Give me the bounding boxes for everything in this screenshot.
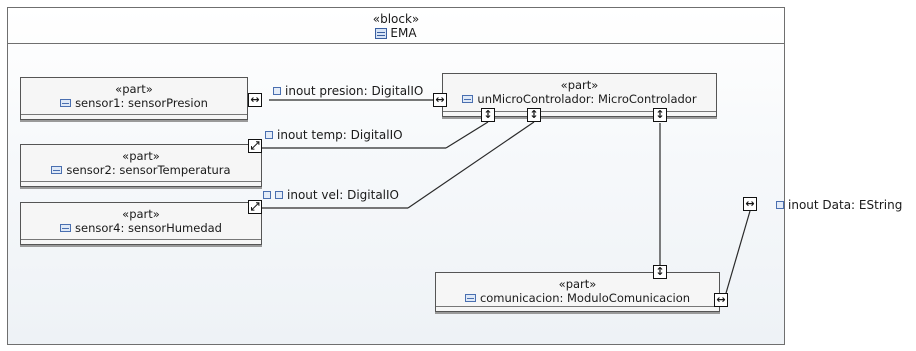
part-name-row: sensor4: sensorHumedad	[60, 221, 222, 235]
part-name: sensor4: sensorHumedad	[75, 221, 222, 235]
part-sensor4[interactable]: «part» sensor4: sensorHumedad	[20, 202, 262, 245]
part-name-row: comunicacion: ModuloComunicacion	[464, 291, 691, 305]
wire-temp-diag	[445, 121, 489, 149]
port-micro-comm[interactable]: ↕	[653, 108, 667, 122]
port-type-icon	[776, 201, 784, 209]
port-type-icon	[263, 191, 271, 199]
block-stereotype: «block»	[372, 12, 420, 26]
port-type-icon	[273, 87, 281, 95]
part-sensor1[interactable]: «part» sensor1: sensorPresion	[20, 77, 248, 120]
part-stereotype: «part»	[558, 277, 597, 291]
part-stereotype: «part»	[560, 78, 599, 92]
port-type-icon	[275, 191, 283, 199]
part-stereotype: «part»	[115, 82, 153, 96]
port-sensor2-temp[interactable]: ⤢	[248, 139, 262, 153]
part-name: comunicacion: ModuloComunicacion	[479, 291, 691, 305]
label-presion-text: inout presion: DigitalIO	[285, 84, 424, 98]
part-icon	[60, 224, 72, 232]
label-temp: inout temp: DigitalIO	[265, 128, 403, 142]
label-data-text: inout Data: EString	[788, 198, 903, 212]
part-sensor2[interactable]: «part» sensor2: sensorTemperatura	[20, 144, 262, 187]
label-temp-text: inout temp: DigitalIO	[277, 128, 403, 142]
part-name-row: sensor1: sensorPresion	[60, 96, 208, 110]
port-sensor4-vel[interactable]: ⤢	[248, 200, 262, 214]
part-icon	[462, 95, 474, 103]
port-sensor1-presion[interactable]: ↔	[248, 93, 262, 107]
port-comm-data[interactable]: ↔	[714, 293, 728, 307]
part-name: sensor1: sensorPresion	[75, 96, 208, 110]
port-micro-temp[interactable]: ↕	[481, 108, 495, 122]
port-micro-presion[interactable]: ↔	[433, 93, 447, 107]
block-name-row: EMA	[375, 26, 417, 40]
port-micro-vel[interactable]: ↕	[527, 108, 541, 122]
part-icon	[51, 166, 63, 174]
wire-vel-diag	[407, 121, 535, 209]
port-comm-micro[interactable]: ↕	[653, 265, 667, 279]
part-icon	[60, 99, 72, 107]
block-name: EMA	[390, 26, 417, 40]
part-comunicacion[interactable]: «part» comunicacion: ModuloComunicacion	[435, 272, 720, 312]
block-header: «block» EMA	[8, 8, 784, 44]
part-icon	[464, 294, 476, 302]
part-name: sensor2: sensorTemperatura	[66, 163, 231, 177]
port-block-data[interactable]: ↔	[743, 197, 757, 211]
block-icon	[375, 27, 388, 39]
port-type-icon	[265, 131, 273, 139]
wire-comm-data	[723, 210, 751, 301]
label-vel-text: inout vel: DigitalIO	[287, 188, 399, 202]
label-presion: inout presion: DigitalIO	[273, 84, 423, 98]
part-name-row: sensor2: sensorTemperatura	[51, 163, 231, 177]
part-stereotype: «part»	[122, 207, 160, 221]
part-stereotype: «part»	[122, 149, 160, 163]
label-vel: inout vel: DigitalIO	[263, 188, 399, 202]
label-data: inout Data: EString	[776, 198, 902, 212]
part-name-row: unMicroControlador: MicroControlador	[462, 92, 697, 106]
part-name: unMicroControlador: MicroControlador	[477, 92, 697, 106]
